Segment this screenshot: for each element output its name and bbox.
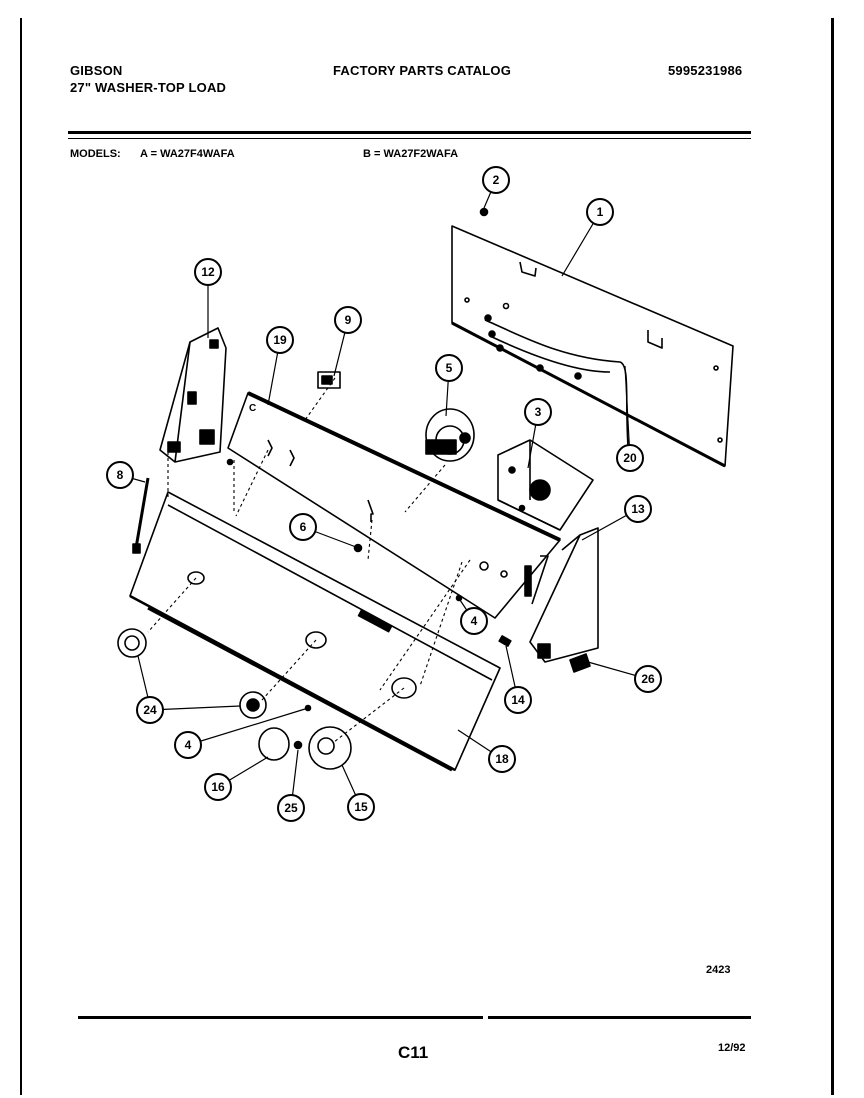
- product-name: 27" WASHER-TOP LOAD: [70, 80, 227, 95]
- clip-4-upper-part: [455, 594, 463, 602]
- callout-8-circle: [106, 461, 134, 489]
- callout-19: 19: [273, 333, 287, 347]
- right-end-bracket-part: [529, 527, 599, 663]
- clip-26-part: [569, 653, 591, 673]
- callout-26-circle: [634, 665, 662, 693]
- svg-text:C: C: [249, 403, 256, 414]
- callout-20-circle: [616, 444, 644, 472]
- brand: GIBSON: [70, 63, 123, 78]
- callout-8: 8: [117, 468, 124, 482]
- page-code: C11: [398, 1043, 429, 1062]
- callout-2: 2: [493, 173, 500, 187]
- catalog-number: 5995231986: [668, 63, 743, 78]
- models-label: MODELS:: [70, 148, 121, 160]
- callout-4b: 4: [185, 738, 192, 752]
- left-bracket-part: [159, 327, 227, 463]
- catalog-title: FACTORY PARTS CATALOG: [333, 63, 512, 78]
- header-rule-thin: [68, 138, 751, 139]
- callout-4a: 4: [471, 614, 478, 628]
- callout-9: 9: [345, 313, 352, 327]
- callout-26: 26: [641, 672, 655, 686]
- control-panel-part: C: [226, 391, 561, 619]
- callout-6-circle: [289, 513, 317, 541]
- callout-18-circle: [488, 745, 516, 773]
- callout-3: 3: [535, 405, 542, 419]
- callout-3-circle: [524, 398, 552, 426]
- callout-16: 16: [211, 780, 225, 794]
- rod-part: [132, 477, 150, 554]
- callout-2-circle: [482, 166, 510, 194]
- drawing-number: 2423: [706, 964, 731, 976]
- callout-4a-circle: [460, 607, 488, 635]
- callout-24: 24: [143, 703, 157, 717]
- screw-6-part: [353, 543, 363, 553]
- callout-12-circle: [194, 258, 222, 286]
- callout-16-circle: [204, 773, 232, 801]
- spring-25-part: [293, 740, 303, 750]
- footer-rule-right: [488, 1016, 751, 1019]
- callout-1-circle: [586, 198, 614, 226]
- indicator-part: [367, 499, 374, 522]
- page-frame: [20, 18, 834, 1095]
- model-a: A = WA27F4WAFA: [140, 148, 235, 160]
- screw-14-part: [498, 635, 512, 647]
- timer-part: [497, 439, 594, 531]
- callout-13-circle: [624, 495, 652, 523]
- clip-4-lower-part: [304, 704, 312, 712]
- callout-15: 15: [354, 800, 368, 814]
- rear-panel-part: [451, 225, 734, 468]
- callout-18: 18: [495, 752, 509, 766]
- pressure-switch-part: [425, 408, 475, 462]
- knob-16-part: [258, 727, 290, 761]
- callout-20: 20: [623, 451, 637, 465]
- callout-25-circle: [277, 794, 305, 822]
- callout-15-circle: [347, 793, 375, 821]
- selector-switch-part: [317, 371, 341, 389]
- knob-24-lower-part: [239, 691, 267, 719]
- callout-25: 25: [284, 801, 298, 815]
- header-rule-thick: [68, 131, 751, 134]
- callout-13: 13: [631, 502, 645, 516]
- footer-rule-left: [78, 1016, 483, 1019]
- callout-14: 14: [511, 693, 525, 707]
- callout-1: 1: [597, 205, 604, 219]
- callout-14-circle: [504, 686, 532, 714]
- revision-date: 12/92: [718, 1042, 746, 1054]
- knob-24-upper-part: [117, 628, 147, 658]
- console-front-part: [129, 491, 501, 772]
- callout-24-circle: [136, 696, 164, 724]
- callout-9-circle: [334, 306, 362, 334]
- callout-6: 6: [300, 520, 307, 534]
- model-b: B = WA27F2WAFA: [363, 148, 459, 160]
- callout-12: 12: [201, 265, 215, 279]
- callout-5: 5: [446, 361, 453, 375]
- callout-4b-circle: [174, 731, 202, 759]
- screw-part: [479, 207, 489, 217]
- callout-5-circle: [435, 354, 463, 382]
- callout-19-circle: [266, 326, 294, 354]
